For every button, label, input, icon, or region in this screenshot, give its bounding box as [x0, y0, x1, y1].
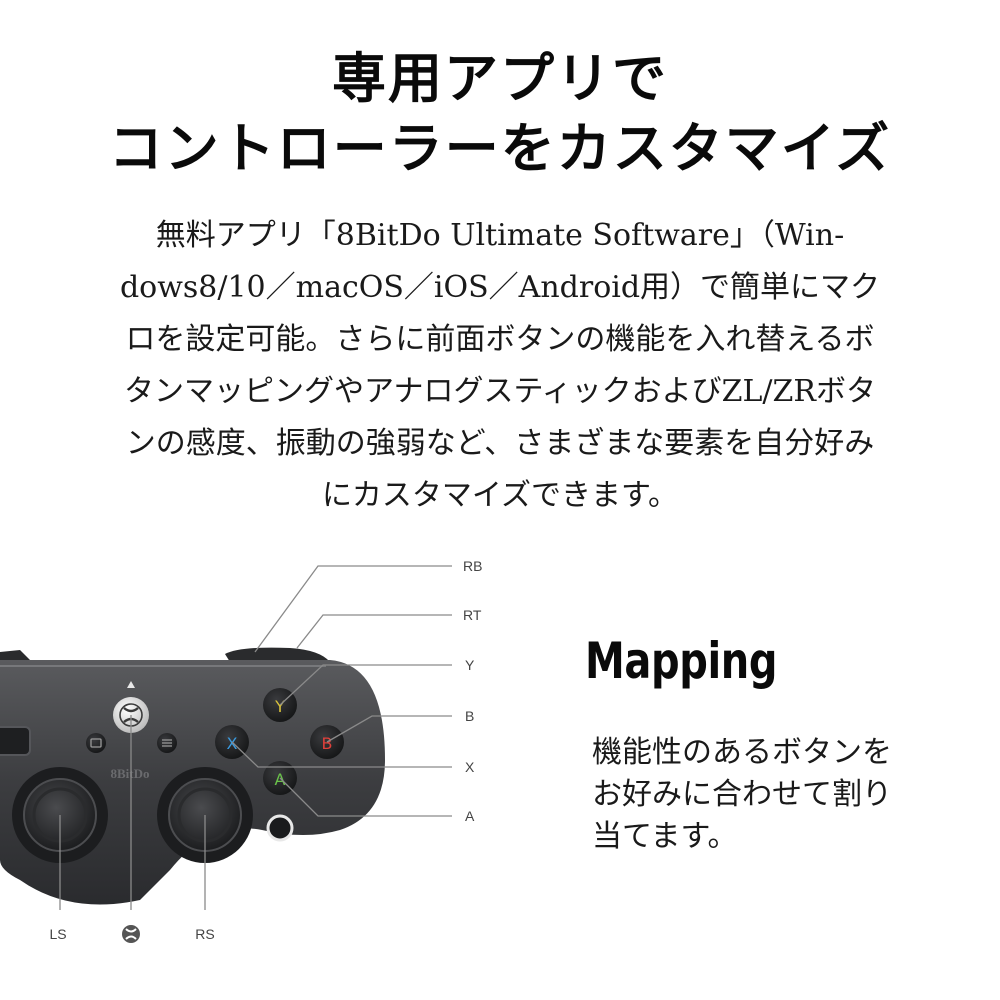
description-line: dows8/10／macOS／iOS／Android用）で簡単にマク — [119, 270, 881, 305]
callout-label-x: X — [465, 759, 475, 775]
callout-line-y — [279, 664, 452, 706]
profile-button — [266, 814, 294, 842]
callout-label-a: A — [465, 808, 475, 824]
callout-line-x — [231, 741, 452, 768]
mapping-description-line: 当てます。 — [592, 819, 738, 854]
description-line: ロを設定可能。さらに前面ボタンの機能を入れ替えるボ — [125, 322, 875, 357]
a-button-label: A — [275, 770, 286, 789]
home-indicator-light — [127, 681, 135, 688]
view-icon — [90, 738, 102, 748]
callout-line-b — [326, 715, 452, 743]
b-button-label: B — [322, 734, 333, 753]
callout-label-rt: RT — [463, 607, 482, 623]
controller-brand-label: 8BitDo — [111, 766, 150, 781]
callout-label-ls: LS — [49, 926, 66, 942]
description-line: ンの感度、振動の強弱など、さまざまな要素を自分好み — [125, 426, 875, 461]
callout-lines — [59, 565, 452, 910]
menu-icon — [162, 739, 172, 747]
x-button-label: X — [227, 734, 238, 753]
callout-label-b: B — [465, 708, 474, 724]
callout-label-y: Y — [465, 657, 475, 673]
y-button-label: Y — [274, 697, 285, 716]
callout-line-a — [279, 777, 452, 817]
mapping-description-line: 機能性のあるボタンを — [592, 735, 892, 770]
callout-line-rt — [296, 614, 452, 649]
mapping-description: 機能性のあるボタンを お好みに合わせて割り 当てます。 — [592, 732, 972, 858]
description-paragraph: 無料アプリ「8BitDo Ultimate Software」（Win- dow… — [70, 210, 930, 522]
headline-line-2: コントローラーをカスタマイズ — [108, 117, 892, 180]
description-line: にカスタマイズできます。 — [321, 478, 679, 513]
mapping-description-line: お好みに合わせて割り — [592, 777, 892, 812]
headline-line-1: 専用アプリで — [332, 47, 668, 110]
description-line: 無料アプリ「8BitDo Ultimate Software」（Win- — [155, 218, 845, 253]
callout-label-rb: RB — [463, 558, 482, 574]
callout-label-rs: RS — [195, 926, 214, 942]
mapping-title: Mapping — [585, 632, 778, 690]
dpad — [0, 726, 31, 756]
xbox-callout-icon — [122, 925, 140, 943]
left-bumper — [0, 650, 30, 662]
description-line: タンマッピングやアナログスティックおよびZL/ZRボタ — [124, 374, 876, 409]
controller-diagram: 8BitDo Y X B A RB — [0, 558, 482, 943]
view-button — [86, 733, 106, 753]
callout-line-rb — [254, 565, 452, 653]
